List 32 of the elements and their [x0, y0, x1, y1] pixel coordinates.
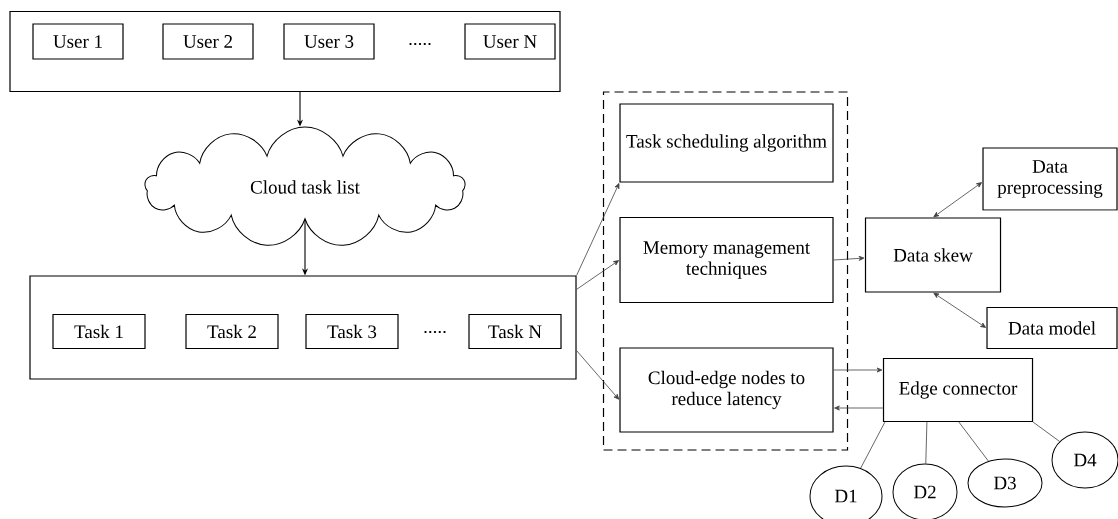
arrow	[576, 350, 620, 400]
process-box: Memory management techniques	[619, 216, 834, 304]
arrow	[576, 260, 619, 290]
task-box: Task 1	[52, 313, 146, 350]
task-box: Task 2	[185, 313, 279, 350]
process-box: Cloud-edge nodes to reduce latency	[619, 347, 834, 433]
arrow	[834, 405, 884, 411]
arrow	[833, 367, 883, 373]
connector-line	[958, 421, 989, 462]
dashed-group-box	[602, 91, 849, 451]
user-box: User N	[464, 23, 556, 60]
arrow	[933, 182, 982, 218]
ellipsis-dots: .....	[424, 330, 446, 334]
process-box: Data skew	[864, 217, 1002, 293]
ellipsis-dots: .....	[409, 42, 431, 46]
user-box: User 1	[32, 23, 124, 60]
arrow	[833, 255, 865, 261]
connector-line	[1032, 421, 1060, 442]
task-box: Task N	[468, 313, 562, 350]
connector-line	[860, 421, 886, 469]
user-box: User 3	[283, 23, 375, 60]
task-group-box	[29, 275, 577, 380]
connector-line	[925, 421, 928, 464]
process-box: Task scheduling algorithm	[619, 103, 834, 183]
process-box: Edge connector	[882, 357, 1034, 423]
arrow	[576, 183, 620, 276]
process-box: Data model	[986, 306, 1118, 350]
process-box: Data preprocessing	[982, 147, 1118, 211]
task-box: Task 3	[305, 313, 399, 350]
user-box: User 2	[162, 23, 254, 60]
user-group-box	[9, 10, 561, 93]
arrow	[933, 292, 986, 328]
